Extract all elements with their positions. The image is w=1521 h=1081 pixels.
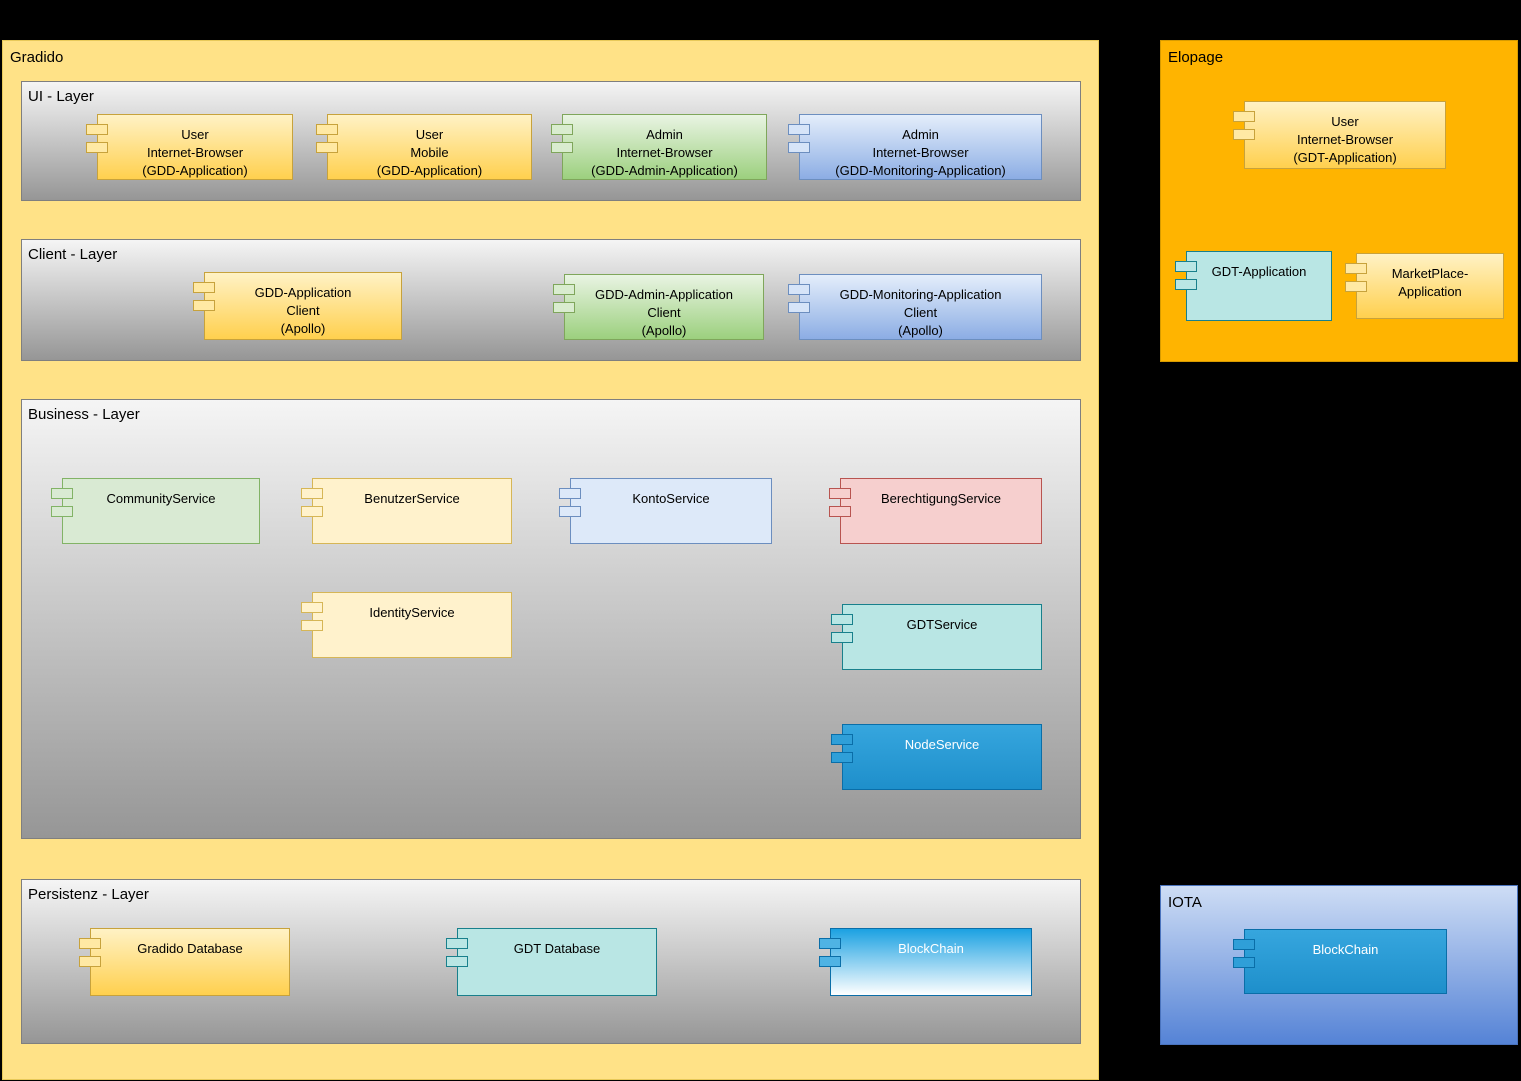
component-port-icon [316, 142, 338, 153]
component-port-icon [788, 142, 810, 153]
component-label: BlockChain [898, 941, 964, 956]
component-port-icon [86, 142, 108, 153]
component-label: NodeService [904, 737, 980, 752]
component-port-icon [829, 488, 851, 499]
component-label: Admin Internet-Browser (GDD-Monitoring-A… [835, 127, 1006, 178]
component-port-icon [301, 602, 323, 613]
component-gdt-service: GDTService [831, 604, 1042, 670]
component-port-icon [831, 632, 853, 643]
component-gdd-monitoring-application-client: GDD-Monitoring-Application Client (Apoll… [788, 274, 1042, 340]
component-label: User Mobile (GDD-Application) [376, 127, 483, 178]
component-port-icon [819, 938, 841, 949]
component-label: User Internet-Browser (GDT-Application) [1293, 114, 1397, 165]
container-elopage: Elopage User Internet-Browser (GDT-Appli… [1160, 40, 1518, 362]
component-user-internet-browser-gdt: User Internet-Browser (GDT-Application) [1233, 101, 1446, 169]
component-port-icon [446, 938, 468, 949]
component-port-icon [86, 124, 108, 135]
component-port-icon [79, 938, 101, 949]
component-port-icon [559, 488, 581, 499]
component-user-internet-browser-gdd: User Internet-Browser (GDD-Application) [86, 114, 293, 180]
layer-business-label: Business - Layer [28, 406, 140, 423]
component-gdt-database: GDT Database [446, 928, 657, 996]
component-port-icon [1175, 261, 1197, 272]
component-admin-internet-browser-gdd-admin: Admin Internet-Browser (GDD-Admin-Applic… [551, 114, 767, 180]
component-port-icon [316, 124, 338, 135]
component-port-icon [51, 506, 73, 517]
component-port-icon [829, 506, 851, 517]
component-label: GDD-Admin-Application Client (Apollo) [595, 287, 733, 338]
component-port-icon [1233, 111, 1255, 122]
component-port-icon [831, 614, 853, 625]
component-blockchain-persistenz: BlockChain [819, 928, 1032, 996]
component-port-icon [553, 284, 575, 295]
component-label: GDT Database [513, 941, 601, 956]
component-port-icon [1233, 939, 1255, 950]
container-iota: IOTA BlockChain [1160, 885, 1518, 1045]
component-label: BerechtigungService [881, 491, 1001, 506]
layer-client-label: Client - Layer [28, 246, 118, 263]
component-label: MarketPlace- Application [1391, 266, 1469, 299]
layer-persistenz: Persistenz - Layer Gradido Database GDT … [21, 879, 1081, 1044]
component-port-icon [193, 282, 215, 293]
component-label: CommunityService [106, 491, 216, 506]
layer-persistenz-label: Persistenz - Layer [28, 886, 149, 903]
component-label: BenutzerService [364, 491, 460, 506]
component-port-icon [79, 956, 101, 967]
layer-ui-label: UI - Layer [28, 88, 94, 105]
component-identity-service: IdentityService [301, 592, 512, 658]
component-port-icon [301, 488, 323, 499]
component-port-icon [1233, 129, 1255, 140]
component-blockchain-iota: BlockChain [1233, 929, 1447, 994]
container-gradido: Gradido UI - Layer User Internet-Browser… [2, 40, 1099, 1080]
component-gdt-application: GDT-Application [1175, 251, 1332, 321]
component-label: BlockChain [1312, 942, 1379, 957]
component-label: Admin Internet-Browser (GDD-Admin-Applic… [591, 127, 738, 178]
component-konto-service: KontoService [559, 478, 772, 544]
component-user-mobile-gdd: User Mobile (GDD-Application) [316, 114, 532, 180]
component-community-service: CommunityService [51, 478, 260, 544]
component-port-icon [301, 506, 323, 517]
component-port-icon [831, 734, 853, 745]
component-port-icon [559, 506, 581, 517]
component-gdd-application-client: GDD-Application Client (Apollo) [193, 272, 402, 340]
component-port-icon [551, 124, 573, 135]
component-port-icon [551, 142, 573, 153]
component-gdd-admin-application-client: GDD-Admin-Application Client (Apollo) [553, 274, 764, 340]
component-label: GDD-Monitoring-Application Client (Apoll… [839, 287, 1002, 338]
component-marketplace-application: MarketPlace- Application [1345, 253, 1504, 319]
component-port-icon [788, 284, 810, 295]
layer-client: Client - Layer GDD-Application Client (A… [21, 239, 1081, 361]
component-node-service: NodeService [831, 724, 1042, 790]
component-port-icon [1345, 281, 1367, 292]
elopage-title: Elopage [1168, 49, 1224, 66]
component-port-icon [1233, 957, 1255, 968]
component-port-icon [193, 300, 215, 311]
component-benutzer-service: BenutzerService [301, 478, 512, 544]
iota-title: IOTA [1168, 894, 1202, 911]
component-port-icon [51, 488, 73, 499]
component-berechtigung-service: BerechtigungService [829, 478, 1042, 544]
layer-ui: UI - Layer User Internet-Browser (GDD-Ap… [21, 81, 1081, 201]
component-port-icon [1345, 263, 1367, 274]
component-label: GDTService [906, 617, 978, 632]
layer-business: Business - Layer CommunityService Benutz… [21, 399, 1081, 839]
component-label: GDT-Application [1211, 264, 1307, 279]
component-port-icon [1175, 279, 1197, 290]
gradido-title: Gradido [10, 49, 64, 66]
component-gradido-database: Gradido Database [79, 928, 290, 996]
component-port-icon [819, 956, 841, 967]
component-admin-internet-browser-gdd-monitoring: Admin Internet-Browser (GDD-Monitoring-A… [788, 114, 1042, 180]
component-port-icon [446, 956, 468, 967]
component-label: KontoService [632, 491, 710, 506]
component-port-icon [788, 124, 810, 135]
component-port-icon [553, 302, 575, 313]
component-port-icon [301, 620, 323, 631]
component-label: Gradido Database [137, 941, 243, 956]
component-port-icon [788, 302, 810, 313]
component-port-icon [831, 752, 853, 763]
component-label: IdentityService [369, 605, 455, 620]
component-label: User Internet-Browser (GDD-Application) [142, 127, 248, 178]
component-label: GDD-Application Client (Apollo) [254, 285, 352, 336]
